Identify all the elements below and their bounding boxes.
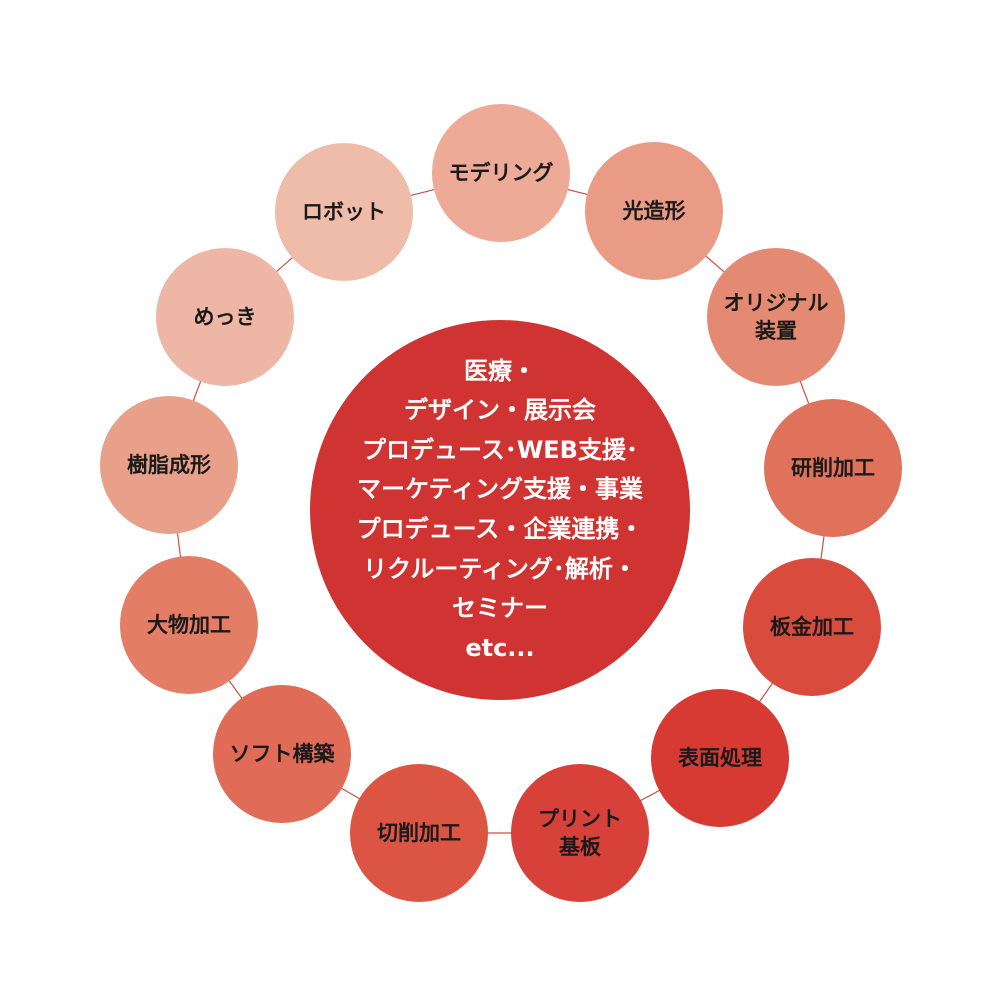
- node-large-machining: 大物加工: [120, 556, 258, 694]
- node-label: 光造形: [622, 198, 686, 223]
- node-label: 研削加工: [791, 455, 875, 480]
- node-pcb: プリント 基板: [511, 764, 649, 902]
- center-circle: 医療・ デザイン・展示会 プロデュース･WEB支援･ マーケティング支援・事業 …: [310, 320, 690, 700]
- node-label: プリント 基板: [538, 806, 622, 859]
- node-cutting: 切削加工: [350, 764, 488, 902]
- node-label: オリジナル 装置: [723, 290, 829, 343]
- node-stereolithography: 光造形: [585, 142, 723, 280]
- node-label: ロボット: [302, 199, 386, 224]
- node-software: ソフト構築: [213, 685, 351, 823]
- node-label: ソフト構築: [229, 741, 335, 766]
- node-plating: めっき: [156, 248, 294, 386]
- node-label: 板金加工: [770, 614, 854, 639]
- node-label: 表面処理: [678, 745, 762, 770]
- node-surface-treatment: 表面処理: [651, 689, 789, 827]
- node-sheet-metal: 板金加工: [743, 558, 881, 696]
- node-label: 大物加工: [147, 612, 231, 637]
- node-modeling: モデリング: [432, 104, 570, 242]
- node-original-device: オリジナル 装置: [707, 248, 845, 386]
- node-label: 樹脂成形: [127, 452, 211, 477]
- center-text: 医療・ デザイン・展示会 プロデュース･WEB支援･ マーケティング支援・事業 …: [356, 356, 644, 662]
- node-grinding: 研削加工: [764, 399, 902, 537]
- node-label: 切削加工: [377, 820, 461, 845]
- node-label: めっき: [193, 304, 257, 329]
- node-resin-molding: 樹脂成形: [100, 396, 238, 534]
- node-label: モデリング: [448, 160, 554, 185]
- node-robot: ロボット: [275, 143, 413, 281]
